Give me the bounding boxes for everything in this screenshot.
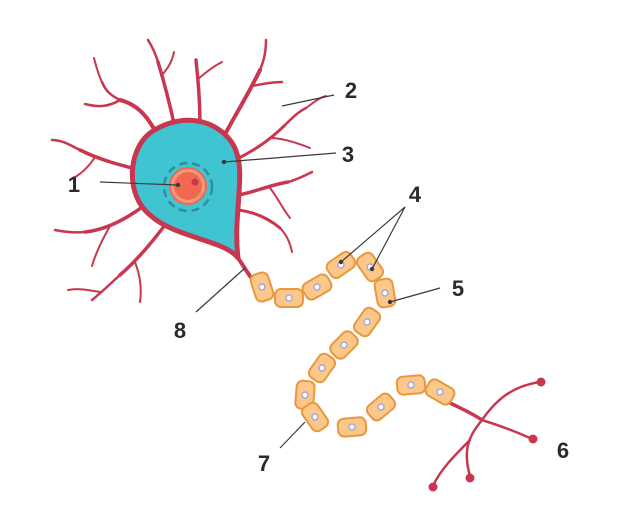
schwann-cell-nucleus xyxy=(436,388,444,396)
leader-line-4b xyxy=(371,206,406,270)
schwann-cell-nucleus xyxy=(318,364,326,372)
label-3: 3 xyxy=(342,142,354,167)
schwann-cell-nucleus xyxy=(381,289,389,297)
schwann-cell-nucleus xyxy=(313,283,321,291)
myelin-segment xyxy=(301,273,333,301)
label-5: 5 xyxy=(452,276,464,301)
synaptic-terminal-bulb xyxy=(465,473,475,483)
myelin-segment xyxy=(395,374,427,396)
myelin-segment xyxy=(424,378,456,406)
leader-line-8 xyxy=(195,267,246,313)
synaptic-terminal-bulb xyxy=(528,434,538,444)
myelin-segment xyxy=(307,352,337,384)
nucleolus xyxy=(191,178,199,186)
number-labels: 1 2 3 4 5 6 7 8 xyxy=(68,78,569,476)
synaptic-terminal-bulb xyxy=(428,482,438,492)
leader-dot-1 xyxy=(175,182,181,188)
leader-line-4a xyxy=(340,206,406,263)
schwann-cell-nucleus xyxy=(348,423,356,431)
leader-dot-3 xyxy=(221,159,227,165)
schwann-cell-nucleus xyxy=(363,318,371,326)
leader-dot-4b xyxy=(369,266,375,272)
myelin-segment xyxy=(294,379,316,411)
label-6: 6 xyxy=(557,438,569,463)
leader-dot-4a xyxy=(338,259,344,265)
schwann-cell-nucleus xyxy=(258,283,266,291)
myelin-segment xyxy=(249,271,275,303)
label-2: 2 xyxy=(345,78,357,103)
schwann-cell-nucleus xyxy=(340,341,348,349)
myelin-segment xyxy=(336,416,368,438)
nucleus xyxy=(162,161,214,213)
leader-line-2 xyxy=(281,94,335,107)
myelin-segment xyxy=(325,250,357,280)
schwann-cell-nucleus xyxy=(285,294,293,302)
myelin-segment xyxy=(300,401,330,433)
schwann-cell-nucleus xyxy=(301,391,309,399)
leader-dot-5 xyxy=(387,299,393,305)
schwann-cell-nucleus xyxy=(377,403,385,411)
leader-line-7 xyxy=(279,421,306,449)
schwann-cell-nucleus xyxy=(407,381,415,389)
dendrites xyxy=(50,38,327,303)
myelin-segment xyxy=(355,251,385,283)
leader-line-5 xyxy=(389,287,441,303)
myelin-segment xyxy=(274,288,304,308)
label-4: 4 xyxy=(409,182,422,207)
myelin-segment xyxy=(373,277,397,309)
label-7: 7 xyxy=(258,451,270,476)
label-1: 1 xyxy=(68,172,80,197)
leader-lines xyxy=(99,94,441,449)
synaptic-terminal-bulb xyxy=(536,377,546,387)
myelin-segment xyxy=(352,306,382,338)
myelin-segment xyxy=(329,330,359,360)
leader-line-3 xyxy=(223,152,337,163)
myelin-sheath xyxy=(249,250,456,438)
schwann-cell-nucleus xyxy=(311,413,319,421)
label-8: 8 xyxy=(174,318,186,343)
axon-terminals xyxy=(428,377,546,492)
nuclear-envelope-dashed xyxy=(162,161,214,213)
leader-line-1 xyxy=(99,181,179,186)
myelin-segment xyxy=(365,392,397,422)
